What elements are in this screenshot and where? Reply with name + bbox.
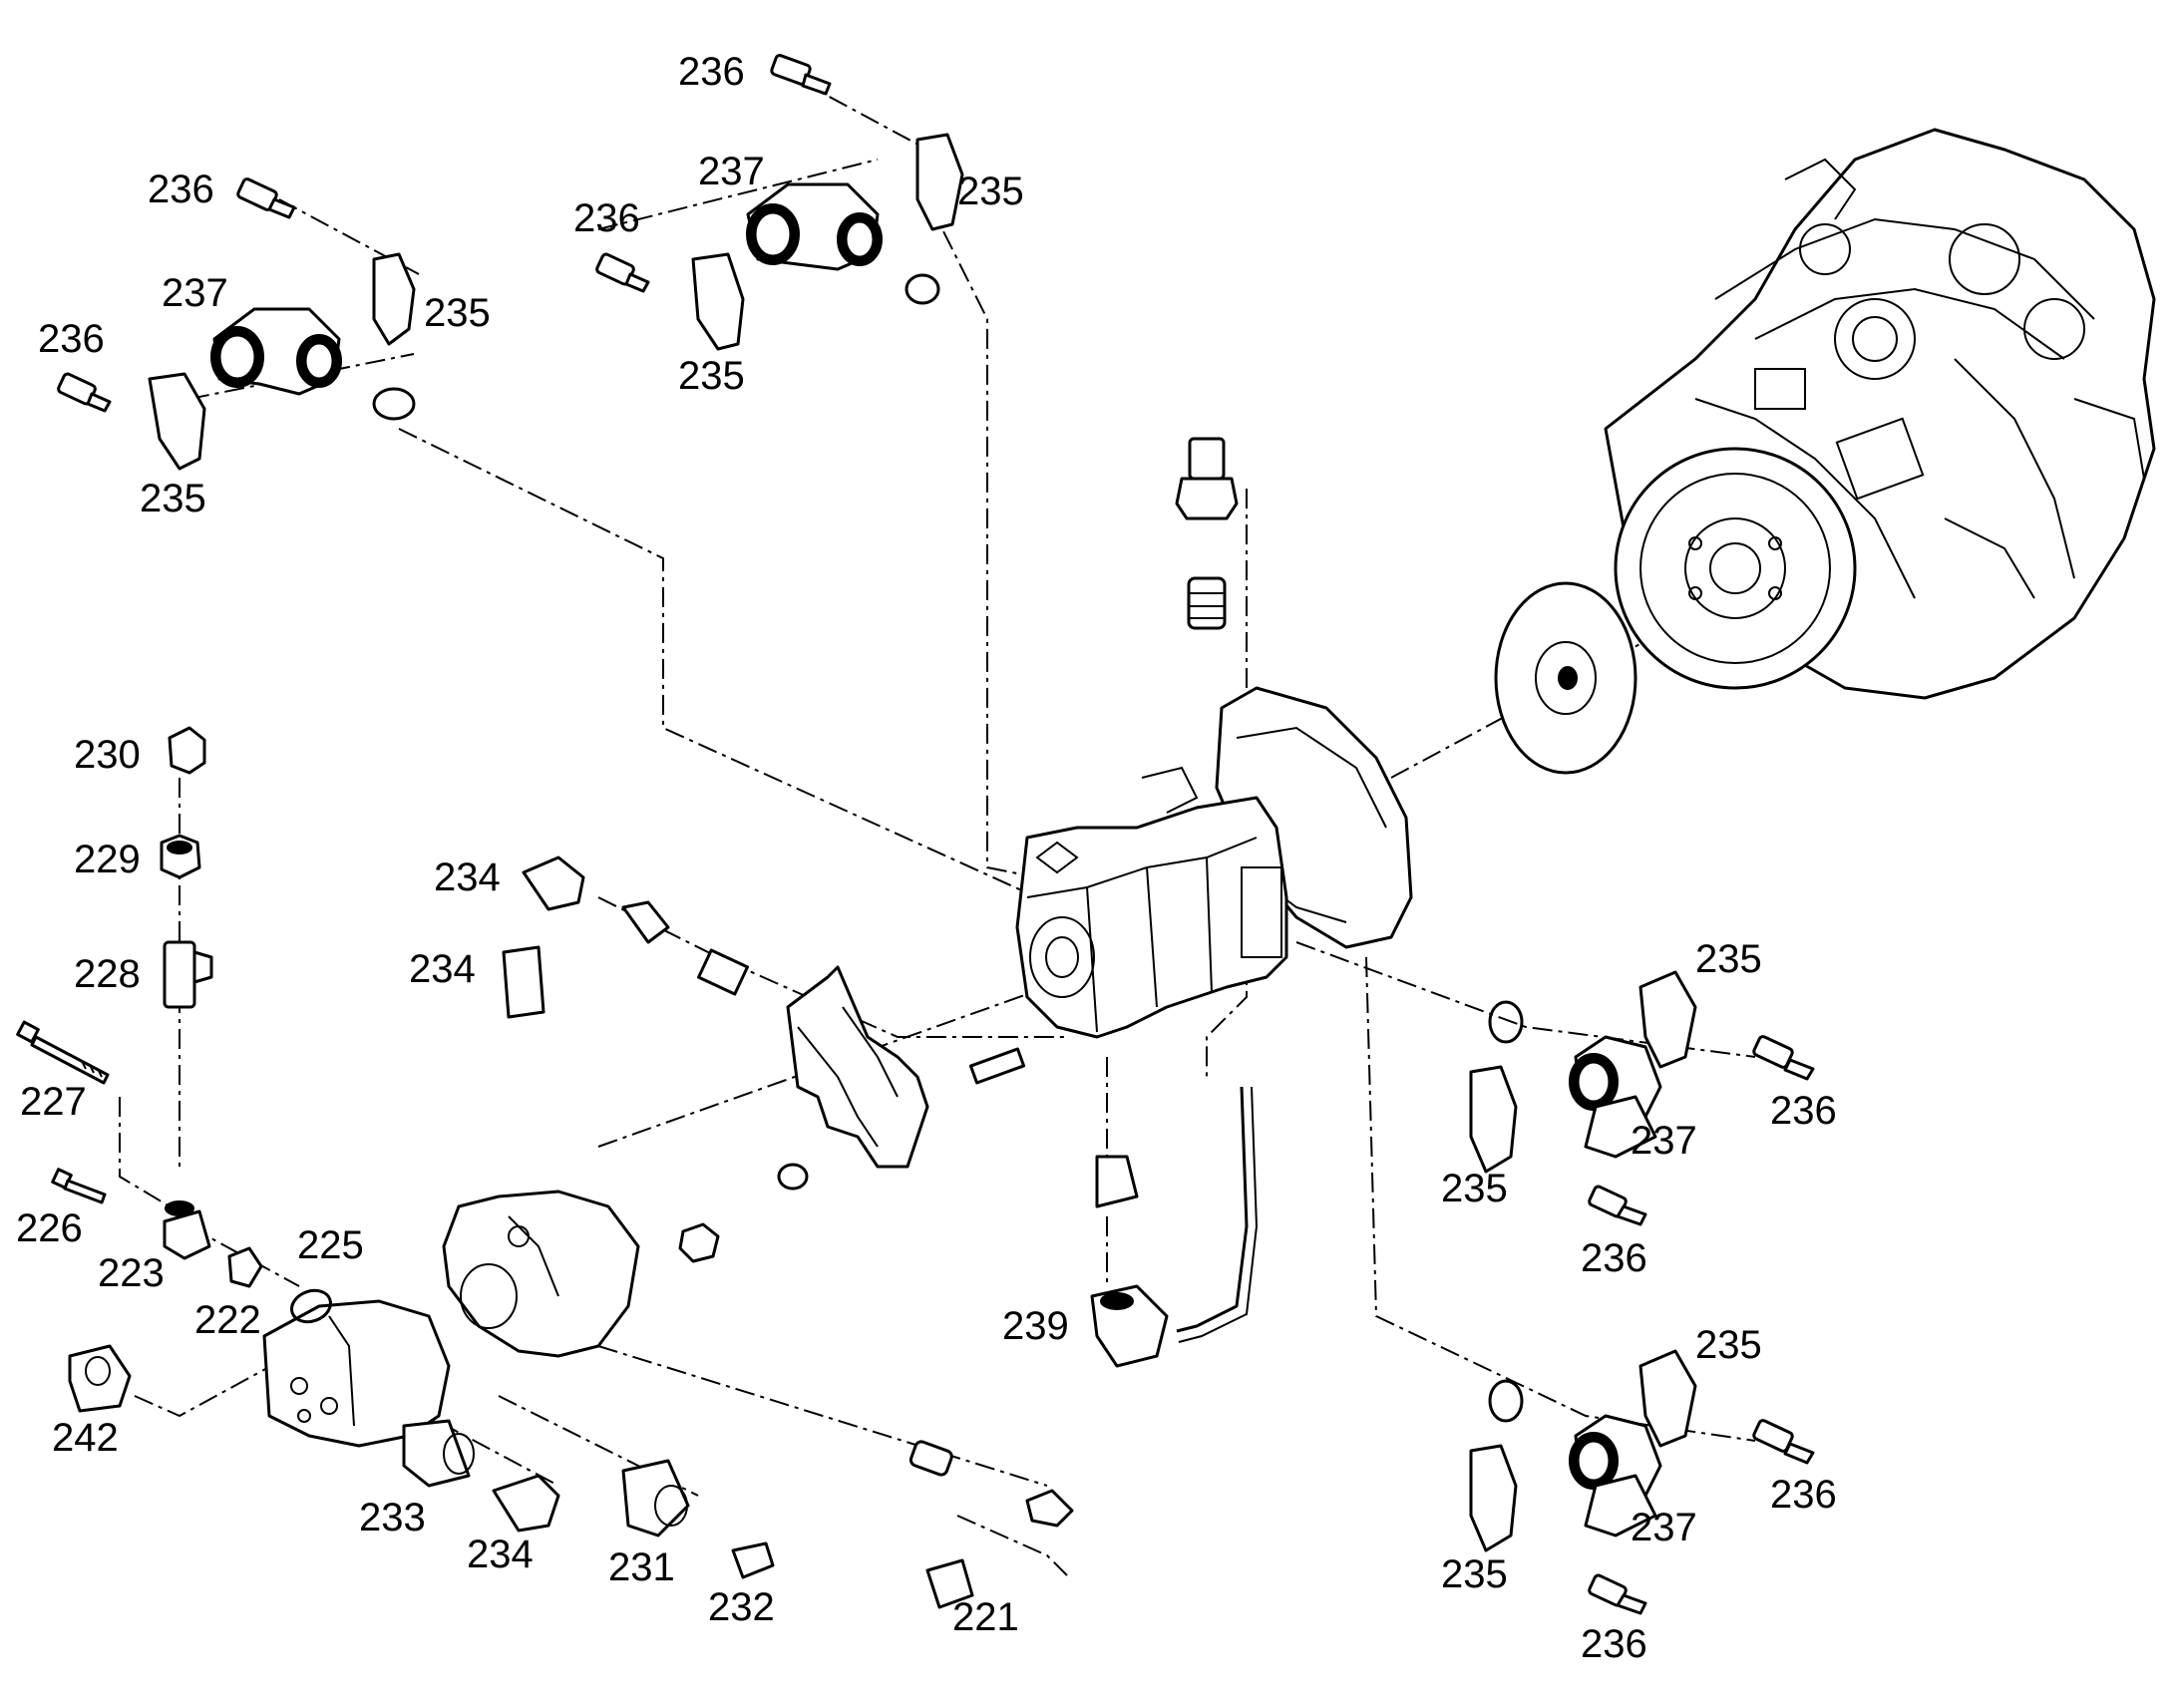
callout: 229 <box>74 838 141 881</box>
callout: 225 <box>297 1223 364 1267</box>
main-hydraulic-pump <box>1015 766 1288 1039</box>
part-226-bolt <box>51 1168 107 1204</box>
part-239-fitting <box>1090 1155 1169 1368</box>
callout: 236 <box>1770 1089 1837 1133</box>
flange-group-right-lower <box>1469 1349 1815 1615</box>
callout: 235 <box>1695 937 1762 981</box>
callout: 237 <box>1631 1506 1697 1549</box>
callout: 226 <box>16 1206 83 1250</box>
part-222-plug <box>227 1246 263 1288</box>
callout: 234 <box>434 855 501 899</box>
callout: 227 <box>20 1080 87 1124</box>
flange-group-top <box>595 54 964 351</box>
callout: 221 <box>952 1595 1019 1639</box>
callout: 237 <box>162 271 228 315</box>
washer <box>777 1163 809 1191</box>
engine-assembly <box>1604 128 2156 700</box>
callout-labels: 236 237 235 236 236 237 235 236 235 235 … <box>16 50 1837 1666</box>
callout: 235 <box>1441 1552 1508 1596</box>
callout: 235 <box>424 291 491 335</box>
part-231-flange <box>621 1459 690 1537</box>
callout: 235 <box>1695 1323 1762 1367</box>
flange-group-right-upper <box>1469 970 1815 1226</box>
part-233-flange <box>402 1419 475 1488</box>
callout: 236 <box>678 50 745 94</box>
callout: 230 <box>74 733 141 777</box>
callout: 237 <box>1631 1119 1697 1163</box>
part-234-elbow-upper <box>502 855 585 1019</box>
pump-top-fittings <box>1175 437 1239 630</box>
callout: 236 <box>148 168 214 211</box>
part-225-o-ring <box>290 1288 332 1324</box>
callout: 228 <box>74 952 141 996</box>
callout: 235 <box>678 354 745 398</box>
pump-bracket <box>786 965 929 1169</box>
callout: 234 <box>409 947 476 991</box>
callout: 236 <box>1770 1473 1837 1517</box>
part-221-sensor <box>908 1440 1074 1609</box>
nut <box>678 1222 720 1263</box>
callout: 237 <box>698 150 765 193</box>
part-234-elbow-lower <box>492 1474 560 1533</box>
callout: 222 <box>194 1298 261 1342</box>
part-228-tee <box>163 940 213 1009</box>
auxiliary-pump <box>262 1190 640 1448</box>
part-227-bolt <box>16 1020 110 1085</box>
callout: 236 <box>1581 1622 1647 1666</box>
callout: 223 <box>98 1251 165 1295</box>
flange-group-left <box>57 177 416 471</box>
part-232-fitting <box>731 1541 775 1579</box>
hydraulic-tube <box>1176 1086 1249 1333</box>
callout: 236 <box>38 317 105 361</box>
part-229-nut <box>160 834 201 879</box>
callout: 235 <box>1441 1167 1508 1210</box>
inline-fitting-1 <box>621 900 670 944</box>
callout: 233 <box>359 1496 426 1539</box>
flex-plate <box>1494 581 1637 775</box>
callout: 236 <box>1581 1236 1647 1280</box>
callout: 242 <box>52 1416 119 1460</box>
part-242-flange <box>68 1344 132 1413</box>
callout: 236 <box>573 196 640 240</box>
callout: 239 <box>1002 1304 1069 1348</box>
callout: 235 <box>957 170 1024 213</box>
inline-fitting-2 <box>697 948 749 996</box>
callout: 235 <box>140 477 206 520</box>
callout: 232 <box>708 1585 775 1629</box>
callout: 234 <box>467 1533 534 1576</box>
part-230-elbow <box>168 726 206 775</box>
inline-spring <box>968 1047 1026 1085</box>
callout: 231 <box>608 1545 675 1589</box>
part-223-fitting <box>163 1200 211 1260</box>
